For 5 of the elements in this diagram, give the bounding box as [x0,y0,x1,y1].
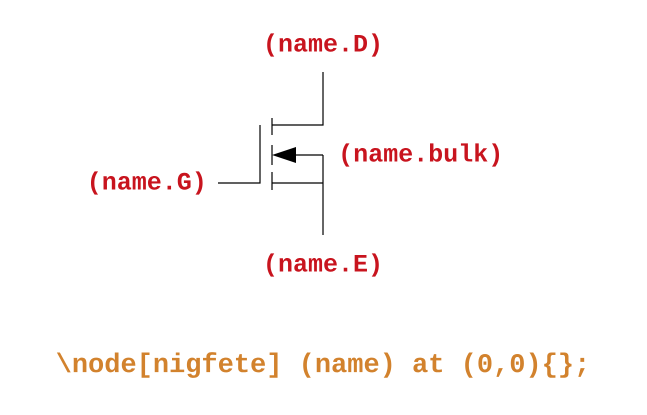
code-line: \node[nigfete] (name) at (0,0){}; [56,352,585,378]
anchor-label: (name.bulk) [342,143,499,167]
anchor-label: (name.D) [267,33,379,57]
anchor-label: (name.G) [90,171,203,195]
anchor-label: (name.E) [267,253,379,277]
